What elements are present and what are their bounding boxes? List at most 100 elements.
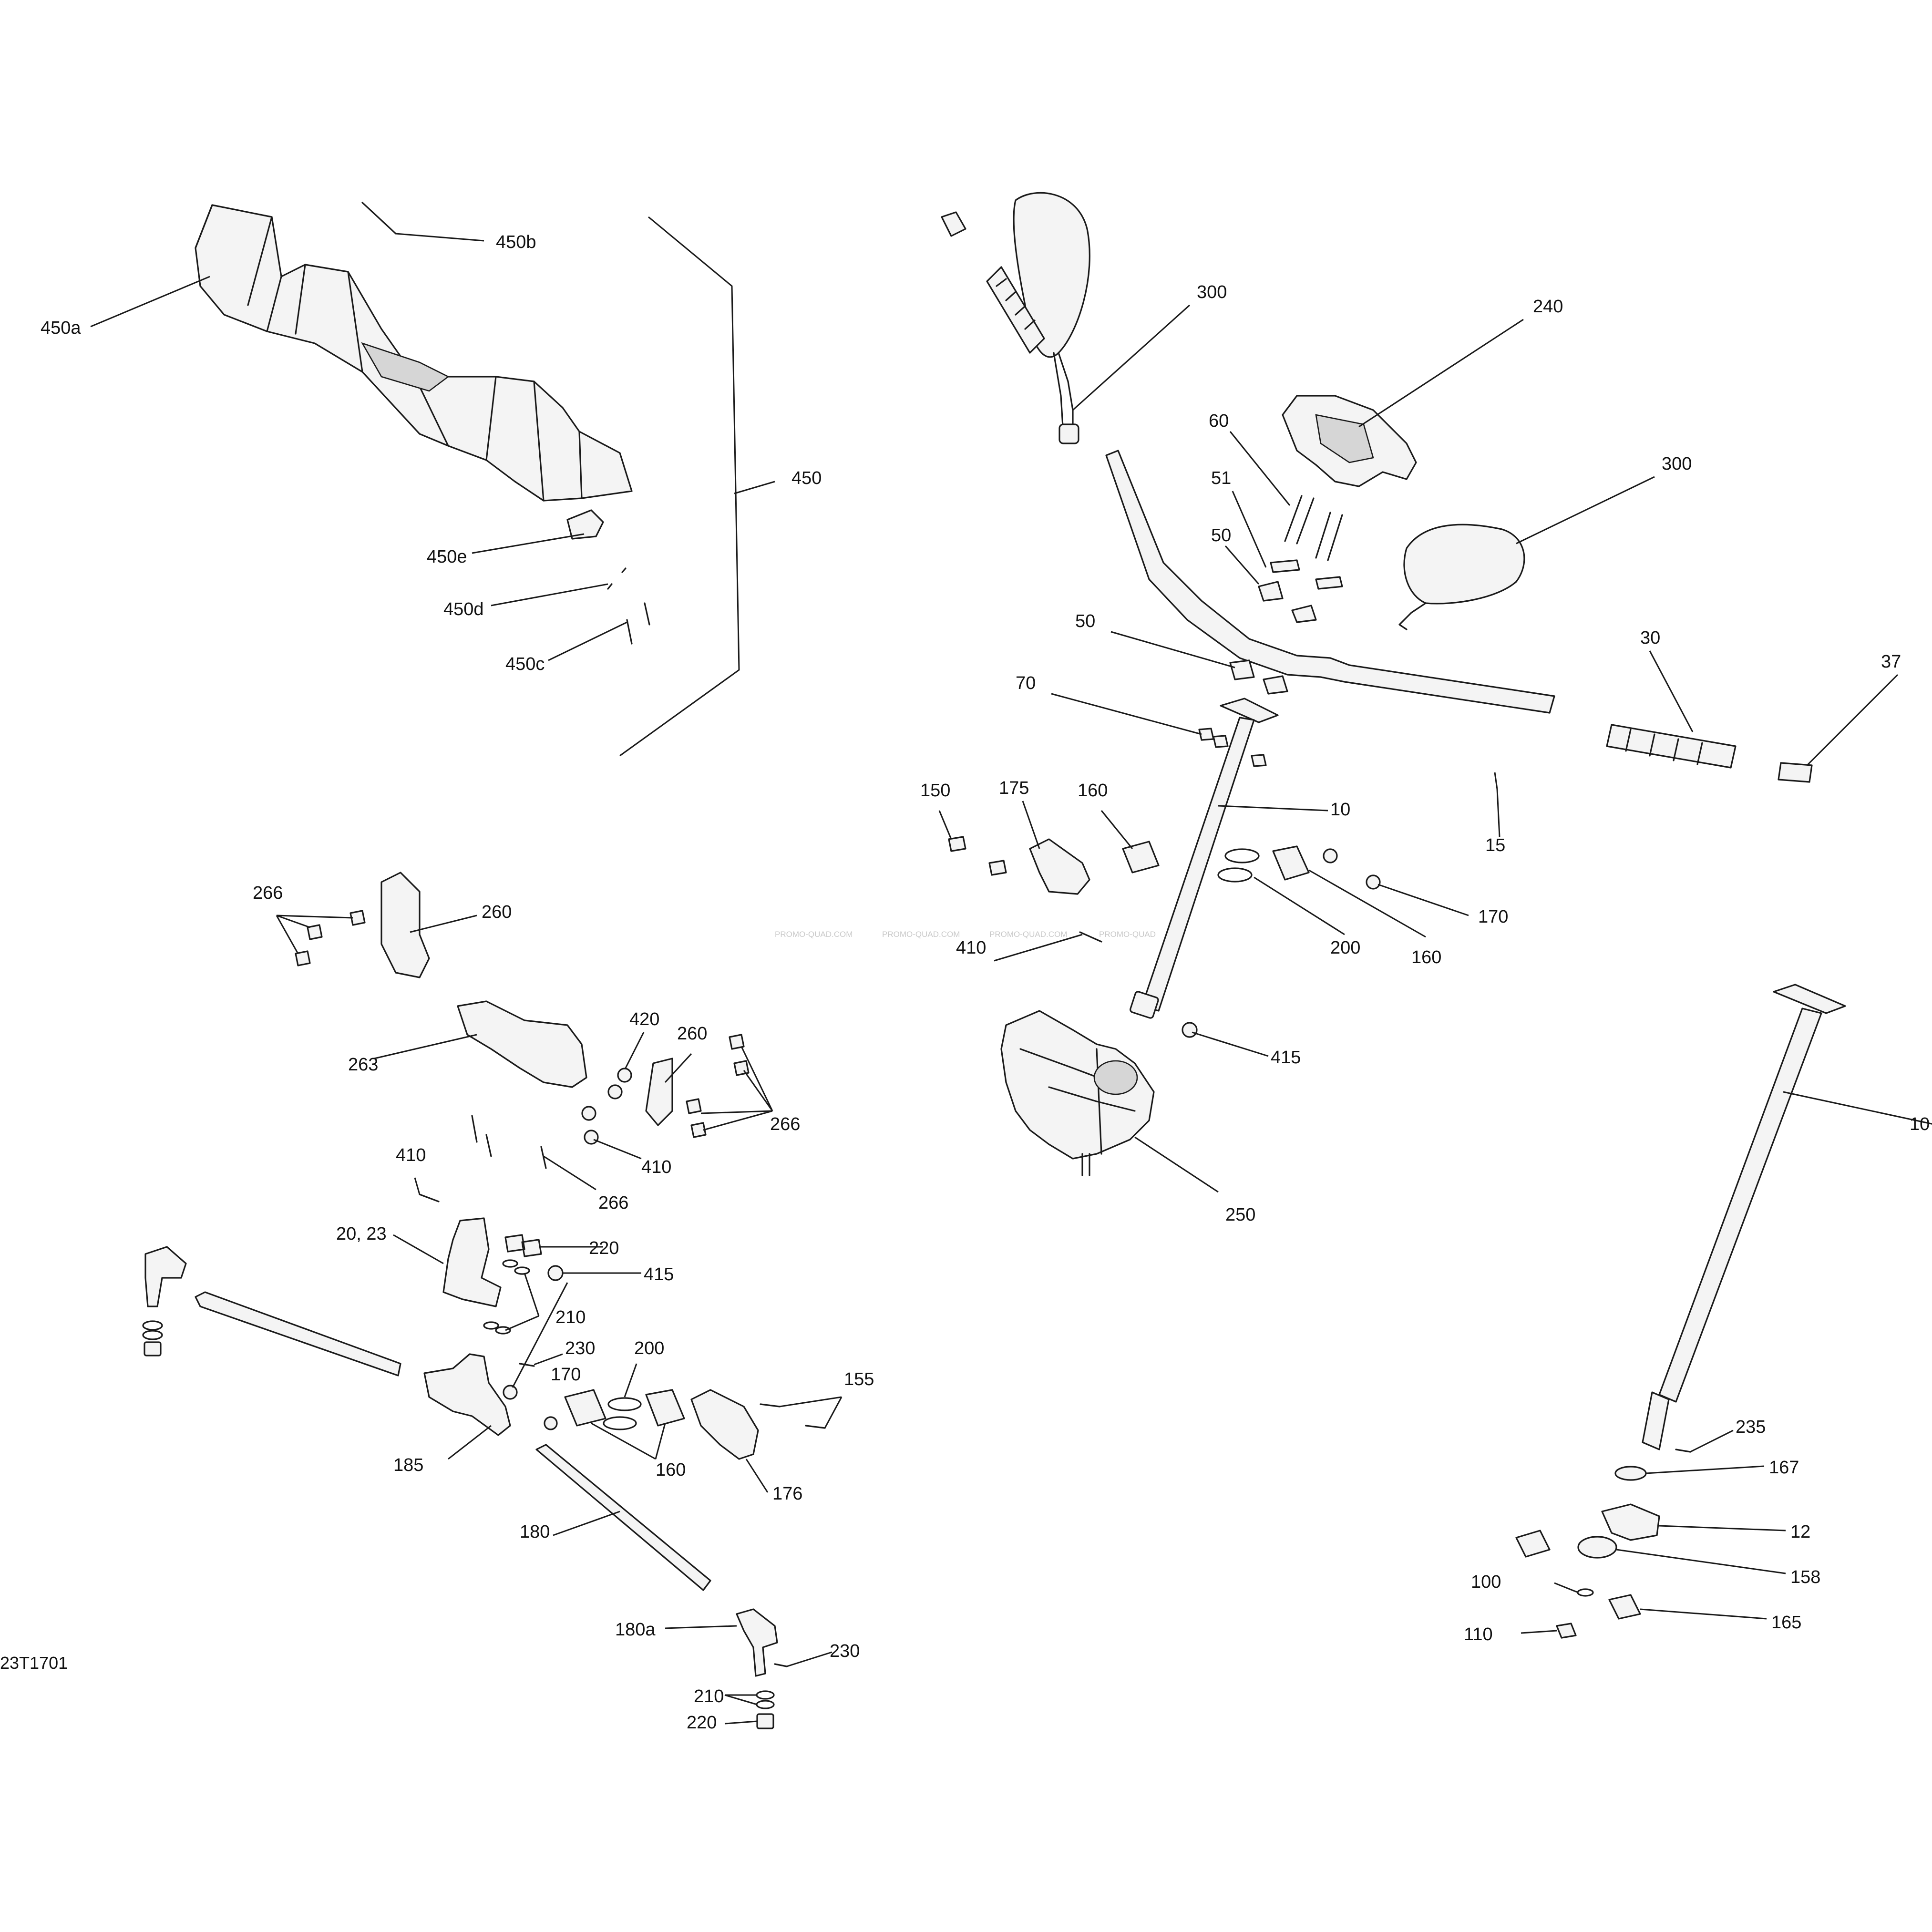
callout-10-upper: 10 — [1330, 800, 1350, 820]
callout-15: 15 — [1485, 835, 1505, 855]
callout-110: 110 — [1464, 1624, 1493, 1644]
watermark-2: PROMO-QUAD.COM — [882, 930, 960, 939]
callout-200-upper: 200 — [1330, 938, 1360, 958]
callout-170-upper: 170 — [1478, 907, 1508, 927]
group-bracket-450 — [619, 216, 740, 757]
callout-410-mid: 410 — [641, 1157, 671, 1177]
clamp-plate-51-part — [1270, 559, 1343, 590]
callout-450e: 450e — [427, 547, 467, 567]
knuckle-185-part — [423, 1353, 511, 1436]
rings-200-lower-part — [607, 1397, 642, 1411]
washer-210-upper-d-part — [495, 1326, 511, 1335]
mirror-right-part — [1398, 524, 1525, 630]
callout-100: 100 — [1471, 1572, 1501, 1592]
washer-210-upper-c-part — [483, 1321, 499, 1330]
callout-176: 176 — [772, 1484, 802, 1504]
watermarks: PROMO-QUAD.COM PROMO-QUAD.COM PROMO-QUAD… — [775, 930, 1156, 939]
bolts-266-top-part — [295, 910, 366, 966]
bracket-260-top-part — [380, 872, 430, 978]
callout-160-lower: 160 — [656, 1460, 686, 1480]
callout-labels: 450b 450a 450 450e 450d 450c 300 240 60 … — [41, 232, 1930, 1733]
nut-410-mid-a-part — [581, 1106, 596, 1121]
bolt-410-left-part — [419, 1193, 440, 1202]
callout-410-left: 410 — [396, 1145, 426, 1165]
callout-50-lower: 50 — [1075, 611, 1095, 631]
mirror-left-part — [1013, 192, 1090, 444]
nut-170-upper-a-part — [1323, 848, 1338, 863]
nut-410-mid-b-part — [584, 1130, 599, 1145]
callout-200-lower: 200 — [634, 1338, 664, 1358]
handlebar-part — [1105, 450, 1555, 714]
cotter-230-upper-part — [519, 1363, 535, 1367]
callout-210-lower: 210 — [694, 1686, 724, 1706]
callout-10-right: 10 — [1910, 1114, 1930, 1134]
leader-lines — [90, 233, 1932, 1725]
callout-185: 185 — [393, 1455, 423, 1475]
callout-70: 70 — [1016, 673, 1036, 693]
watermark-1: PROMO-QUAD.COM — [775, 930, 853, 939]
steering-column-lower-part — [1642, 984, 1846, 1450]
callout-263: 263 — [348, 1055, 378, 1075]
callout-300-top: 300 — [1197, 282, 1227, 302]
bearing-158-part — [1577, 1536, 1617, 1559]
spacers-220-upper-part — [504, 1234, 542, 1257]
washers-210-upper-part — [502, 1259, 518, 1268]
bearing-lower-mid-part — [645, 1389, 685, 1427]
callout-210-upper: 210 — [555, 1307, 586, 1327]
callout-415-lower: 415 — [644, 1264, 674, 1285]
callout-220-lower: 220 — [687, 1713, 717, 1733]
pitman-arm-12-part — [1601, 1503, 1660, 1541]
reference-code: 23T1701 — [0, 1653, 68, 1673]
handguard-part — [195, 204, 633, 502]
bolts-155-part — [760, 1403, 826, 1429]
nut-415-lower-part — [547, 1265, 564, 1281]
callout-175: 175 — [999, 778, 1029, 798]
bearing-lower-left-part — [1515, 1530, 1551, 1558]
callout-158: 158 — [1790, 1567, 1820, 1587]
watermark-3: PROMO-QUAD.COM — [989, 930, 1067, 939]
bolts-60-part — [1284, 495, 1343, 561]
end-cap-left-part — [941, 211, 966, 237]
bearing-160-mid-part — [1272, 845, 1310, 881]
bolt-410-upper-part — [1079, 931, 1102, 943]
callout-260-mid: 260 — [677, 1024, 707, 1044]
bearing-160-upper-part — [1122, 841, 1160, 874]
callout-150: 150 — [920, 781, 950, 801]
callout-450b: 450b — [496, 232, 536, 252]
bracket-175-part — [1029, 838, 1090, 895]
callout-420: 420 — [629, 1009, 659, 1029]
callout-180: 180 — [520, 1522, 550, 1542]
callout-450: 450 — [791, 468, 822, 488]
washer-167-part — [1614, 1466, 1647, 1481]
nut-lower-b-part — [544, 1416, 558, 1430]
callout-60: 60 — [1209, 411, 1229, 431]
callout-450d: 450d — [443, 599, 484, 619]
callout-170-lower: 170 — [551, 1365, 581, 1385]
callout-230-lower: 230 — [830, 1641, 860, 1661]
bracket-176-part — [690, 1389, 759, 1460]
callout-50-upper: 50 — [1211, 525, 1231, 545]
callout-240: 240 — [1533, 297, 1563, 317]
bolts-266-right-part — [686, 1034, 750, 1138]
tie-rod-end-180a-part — [736, 1608, 778, 1677]
nuts-70-part — [1198, 728, 1267, 767]
bushing-165-part — [1608, 1594, 1641, 1620]
grip-right-part — [1606, 724, 1737, 769]
callout-160-mid: 160 — [1411, 947, 1441, 967]
rings-200-upper-part — [1224, 848, 1260, 863]
clamps-50-lower-part — [1229, 659, 1288, 695]
callout-250: 250 — [1225, 1205, 1255, 1225]
callout-12: 12 — [1790, 1522, 1810, 1542]
callout-410-upper: 410 — [956, 938, 986, 958]
nut-420-b-part — [607, 1084, 623, 1100]
callout-220-upper: 220 — [589, 1238, 619, 1258]
callout-300-right: 300 — [1662, 454, 1692, 474]
washer-100-part — [1577, 1588, 1594, 1597]
callout-51: 51 — [1211, 468, 1231, 488]
callout-235: 235 — [1736, 1417, 1766, 1437]
watermark-4: PROMO-QUAD — [1099, 930, 1156, 939]
callout-180a: 180a — [615, 1620, 656, 1640]
grip-left-part — [986, 266, 1045, 354]
washer-210-upper-b-part — [514, 1266, 530, 1275]
